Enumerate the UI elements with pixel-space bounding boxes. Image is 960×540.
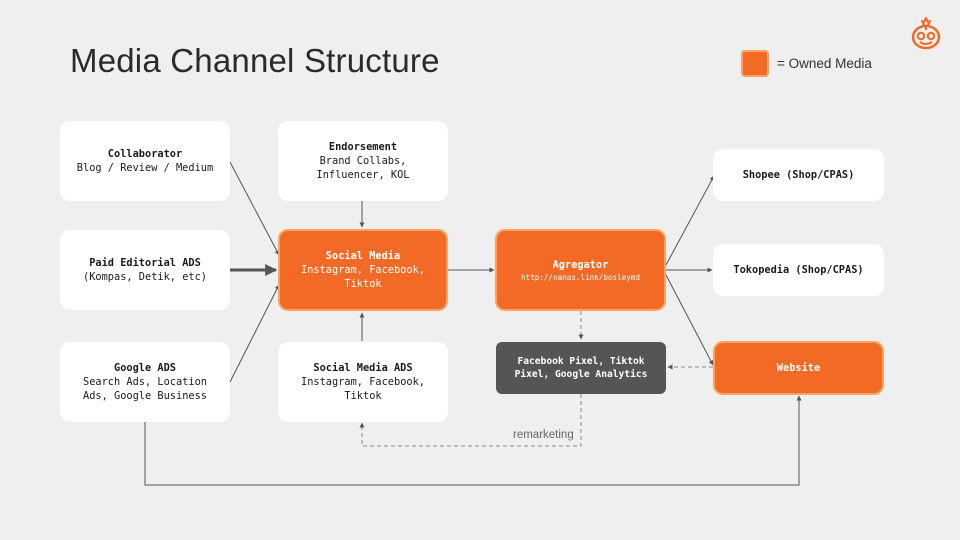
node-social-media-ads: Social Media ADS Instagram, Facebook, Ti… — [278, 342, 448, 422]
node-shopee: Shopee (Shop/CPAS) — [713, 149, 884, 201]
edge-remarketing — [359, 394, 582, 447]
node-paid-editorial-sub: (Kompas, Detik, etc) — [83, 271, 207, 283]
legend-owned-swatch — [741, 50, 769, 77]
node-agregator-sub: http://nanas.link/bosleymd — [521, 272, 640, 282]
node-google-ads-sub: Search Ads, Location Ads, Google Busines… — [83, 376, 207, 402]
edge-collaborator-social — [229, 161, 280, 256]
node-collaborator: Collaborator Blog / Review / Medium — [60, 121, 230, 201]
edge-google-ads-social — [229, 284, 280, 383]
node-google-ads-title: Google ADS — [114, 362, 176, 374]
legend-owned-label: = Owned Media — [777, 56, 872, 71]
node-agregator-title: Agregator — [552, 258, 609, 271]
node-collaborator-sub: Blog / Review / Medium — [76, 162, 214, 174]
pineapple-logo-icon — [911, 17, 941, 50]
remarketing-label: remarketing — [513, 429, 574, 441]
node-google-ads: Google ADS Search Ads, Location Ads, Goo… — [60, 342, 230, 422]
node-social-media-sub: Instagram, Facebook, Tiktok — [301, 264, 425, 290]
node-tracking-title: Facebook Pixel, Tiktok Pixel, Google Ana… — [514, 356, 648, 380]
node-social-media-title: Social Media — [325, 250, 401, 262]
edge-agregator-website — [665, 274, 714, 366]
node-social-media-ads-sub: Instagram, Facebook, Tiktok — [301, 376, 425, 402]
node-social-media: Social Media Instagram, Facebook, Tiktok — [278, 229, 448, 311]
node-collaborator-title: Collaborator — [107, 148, 183, 160]
node-endorsement-sub: Brand Collabs, Influencer, KOL — [316, 155, 410, 181]
node-tokopedia: Tokopedia (Shop/CPAS) — [713, 244, 884, 296]
page-title: Media Channel Structure — [70, 42, 440, 79]
node-website-title: Website — [776, 362, 821, 374]
node-website: Website — [713, 341, 884, 395]
node-tokopedia-title: Tokopedia (Shop/CPAS) — [733, 264, 864, 276]
node-endorsement: Endorsement Brand Collabs, Influencer, K… — [278, 121, 448, 201]
node-endorsement-title: Endorsement — [328, 141, 398, 153]
edge-agregator-shopee — [665, 175, 715, 266]
node-agregator: Agregator http://nanas.link/bosleymd — [495, 229, 666, 311]
node-social-media-ads-title: Social Media ADS — [313, 362, 413, 374]
node-paid-editorial: Paid Editorial ADS (Kompas, Detik, etc) — [60, 230, 230, 310]
node-paid-editorial-title: Paid Editorial ADS — [89, 257, 201, 269]
edge-google-ads-website — [144, 395, 802, 486]
node-shopee-title: Shopee (Shop/CPAS) — [742, 169, 855, 181]
node-tracking: Facebook Pixel, Tiktok Pixel, Google Ana… — [496, 342, 666, 394]
